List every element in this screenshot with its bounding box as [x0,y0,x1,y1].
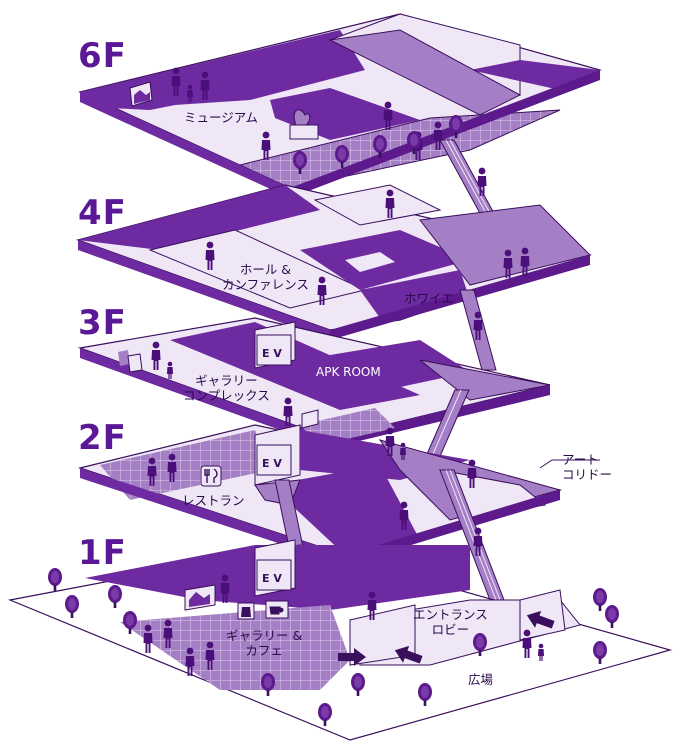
floor-label-4f: 4F [78,193,127,233]
area-label-foyer: ホワイエ [404,291,454,306]
floor-4f-slab [75,184,593,340]
area-label-art-corridor: アート コリドー [562,452,613,482]
area-label-museum: ミュージアム [184,110,258,125]
area-label-entrance-lobby: エントランス ロビー [413,607,488,637]
elevator-1f: E V [256,559,292,591]
floor-label-6f: 6F [78,36,127,76]
art-corridor-leader-line [539,459,600,469]
fork-knife-icon [200,465,222,487]
floor-label-3f: 3F [78,303,127,343]
floor-label-2f: 2F [78,418,127,458]
floor-label-1f: 1F [78,533,127,573]
coffee-cup-icon [265,600,289,619]
area-label-hall: ホール & カンファレンス [222,262,309,292]
escalator-4f-3f [459,289,497,371]
floor-3f-slab [77,317,551,448]
area-label-gallery-cafe: ギャラリー & カフェ [226,628,303,658]
svg-text:E V: E V [262,572,282,585]
area-label-gallery-complex: ギャラリー コンプレックス [183,373,270,403]
svg-text:E V: E V [262,457,282,470]
area-label-apk-room: APK ROOM [316,365,381,379]
area-label-plaza: 広場 [468,672,494,687]
elevator-3f: E V [256,334,292,366]
area-label-restaurant: レストラン [182,493,245,508]
shopping-bag-icon [237,602,255,620]
floor-1f-slab [7,539,673,741]
floor-2f-slab [77,424,563,565]
elevator-2f: E V [256,444,292,476]
floor-6f-slab [78,13,602,198]
elevator-sign-3f: E V [262,347,282,360]
